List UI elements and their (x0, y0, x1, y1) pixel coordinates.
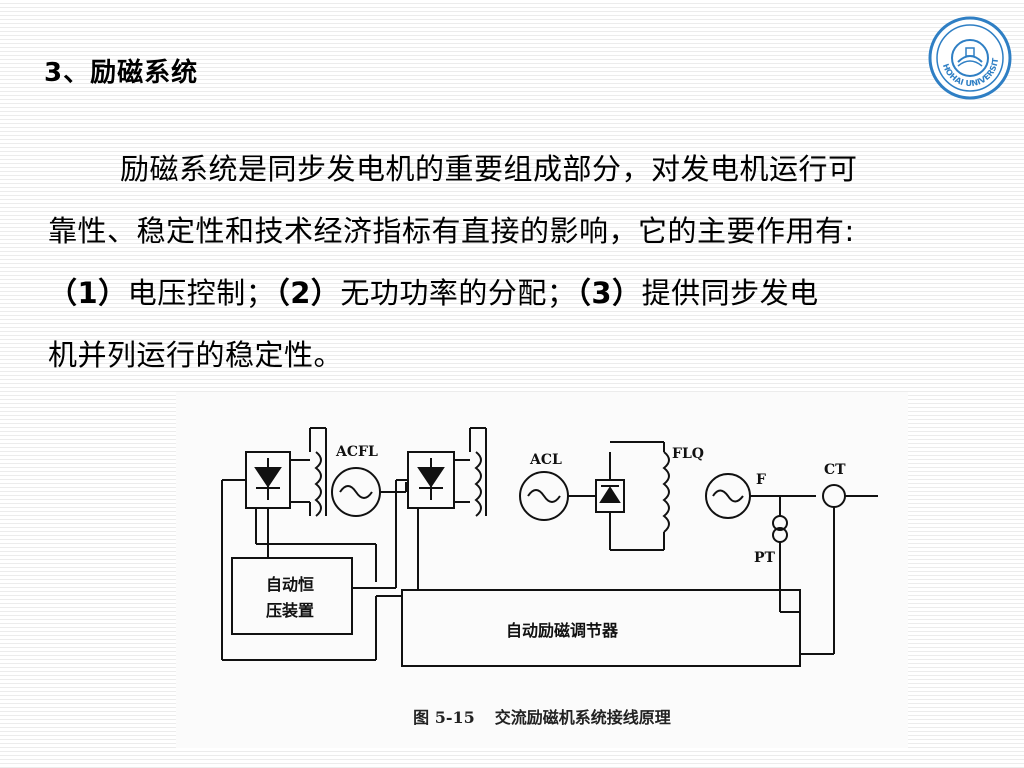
exciter-label: 自动励磁调节器 (506, 621, 619, 640)
excitation-diagram-figure: ACFL ACL FLQ (176, 392, 908, 748)
label-acl: ACL (529, 452, 562, 468)
auto-voltage-regulator-box (231, 557, 353, 635)
regulator-label-1: 自动恒 (266, 575, 314, 594)
transformer-coil-2 (474, 451, 482, 517)
auto-excitation-regulator-box (401, 589, 801, 667)
label-acfl: ACFL (335, 444, 378, 460)
item-2-text: 无功功率的分配； (340, 276, 577, 310)
paragraph-line-1: 励磁系统是同步发电机的重要组成部分，对发电机运行可 (120, 152, 858, 186)
university-seal: HOHAI UNIVERSITY (924, 9, 1012, 100)
paragraph-line-4: 机并列运行的稳定性。 (48, 338, 344, 372)
label-flq: FLQ (672, 446, 704, 462)
circuit-diagram: ACFL ACL FLQ (221, 427, 878, 667)
item-1-number: （1） (48, 276, 128, 310)
diode-icon-3 (599, 485, 621, 503)
regulator-label-2: 压装置 (266, 601, 314, 620)
potential-transformer-pt (772, 515, 788, 531)
item-2-number: （2） (275, 276, 341, 310)
section-heading: 3、励磁系统 (44, 58, 199, 88)
intro-paragraph: 励磁系统是同步发电机的重要组成部分，对发电机运行可 靠性、稳定性和技术经济指标有… (48, 138, 988, 386)
item-1-text: 电压控制； (127, 276, 276, 310)
paragraph-line-3: （1）电压控制；（2）无功功率的分配；（3）提供同步发电 (48, 262, 988, 324)
figure-caption: 图 5-15 交流励磁机系统接线原理 (176, 704, 908, 728)
seal-icon: HOHAI UNIVERSITY (924, 9, 1012, 100)
flq-field-coil (662, 451, 670, 533)
caption-title: 交流励磁机系统接线原理 (494, 708, 671, 727)
label-f: F (756, 472, 766, 488)
item-3-text: 提供同步发电 (641, 276, 819, 310)
caption-number: 图 5-15 (413, 708, 475, 727)
label-pt: PT (754, 550, 776, 566)
current-transformer-ct (822, 484, 846, 508)
paragraph-line-2: 靠性、稳定性和技术经济指标有直接的影响，它的主要作用有: (48, 214, 855, 248)
item-3-number: （3） (576, 276, 642, 310)
diode-icon-2 (417, 458, 445, 500)
diode-icon-1 (254, 458, 282, 500)
label-ct: CT (824, 462, 846, 478)
transformer-coil-1 (314, 451, 322, 517)
